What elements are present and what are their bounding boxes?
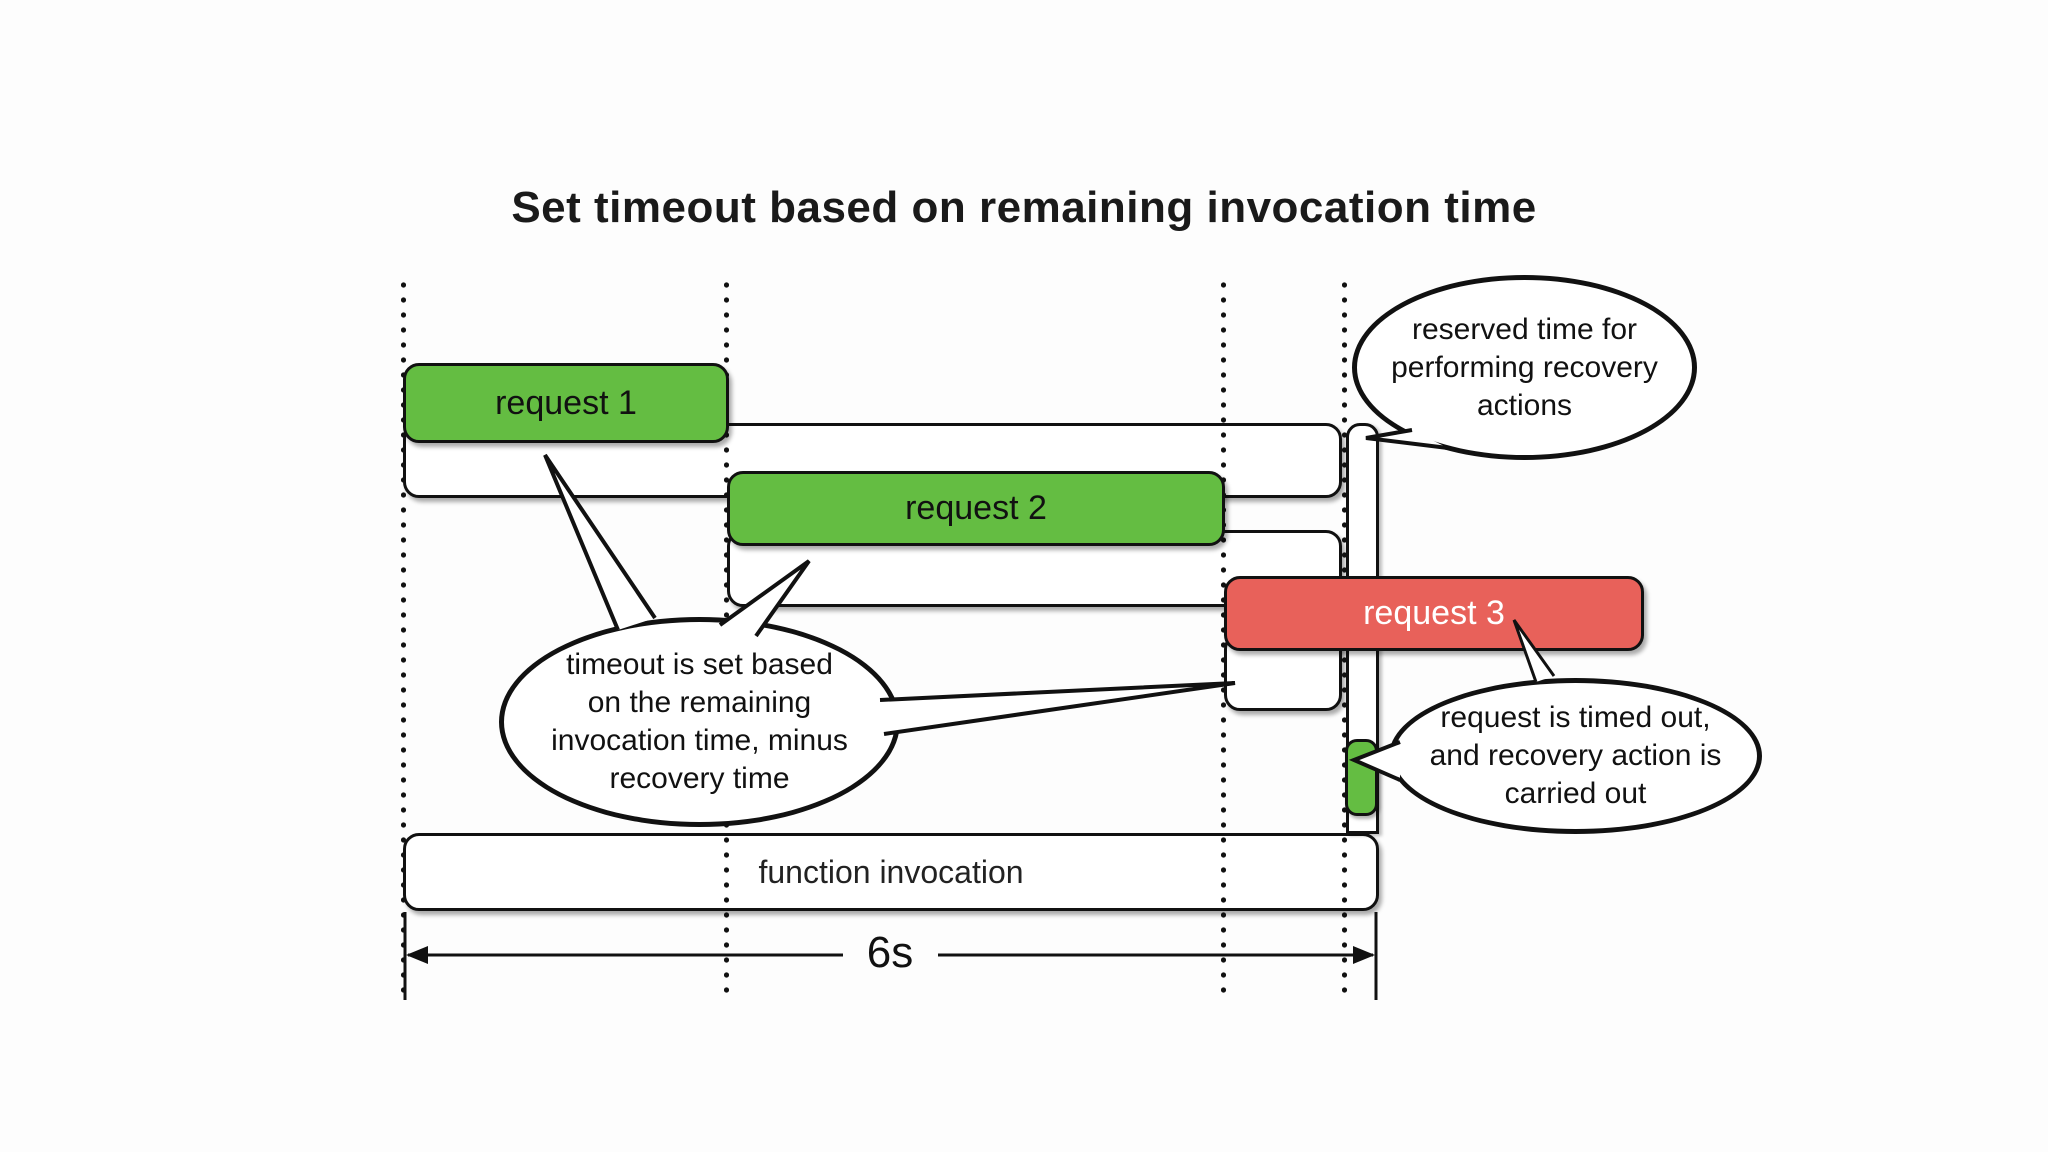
bubble-reserved-line: performing recovery [1391, 350, 1658, 384]
request-2-label: request 2 [905, 489, 1047, 527]
duration-label: 6s [866, 928, 914, 977]
request-1-label: request 1 [495, 383, 637, 422]
function-invocation-box: function invocation [403, 833, 1379, 911]
request-1-box: request 1 [403, 363, 729, 443]
bubble-timedout-line: carried out [1504, 777, 1647, 810]
request-3-label: request 3 [1363, 594, 1505, 632]
recovery-action-pill [1345, 739, 1378, 816]
bubble-timedout-line: request is timed out, [1440, 701, 1711, 734]
guide-line-start [401, 278, 406, 1000]
bubble-timeout-line: on the remaining [587, 686, 812, 719]
bubble-timedout-line: and recovery action is [1429, 739, 1722, 772]
bubble-reserved-line: reserved time for [1411, 312, 1638, 346]
bubble-timeout-explanation: timeout is set based on the remaining in… [499, 617, 900, 827]
bubble-timed-out: request is timed out, and recovery actio… [1389, 678, 1762, 834]
bubble-timeout-line: recovery time [609, 762, 790, 795]
bubble-timeout-tail-to-window3 [879, 681, 1236, 736]
diagram-title: Set timeout based on remaining invocatio… [511, 183, 1537, 232]
bubble-reserved-time: reserved time for performing recovery ac… [1352, 275, 1697, 460]
request-3-box: request 3 [1224, 576, 1644, 651]
bubble-reserved-line: actions [1476, 388, 1573, 422]
bubble-timeout-line: timeout is set based [566, 648, 833, 681]
bubble-timeout-line: invocation time, minus [551, 724, 848, 757]
guide-line-3 [1221, 278, 1226, 1000]
function-invocation-label: function invocation [758, 853, 1024, 890]
request-2-box: request 2 [727, 471, 1225, 546]
